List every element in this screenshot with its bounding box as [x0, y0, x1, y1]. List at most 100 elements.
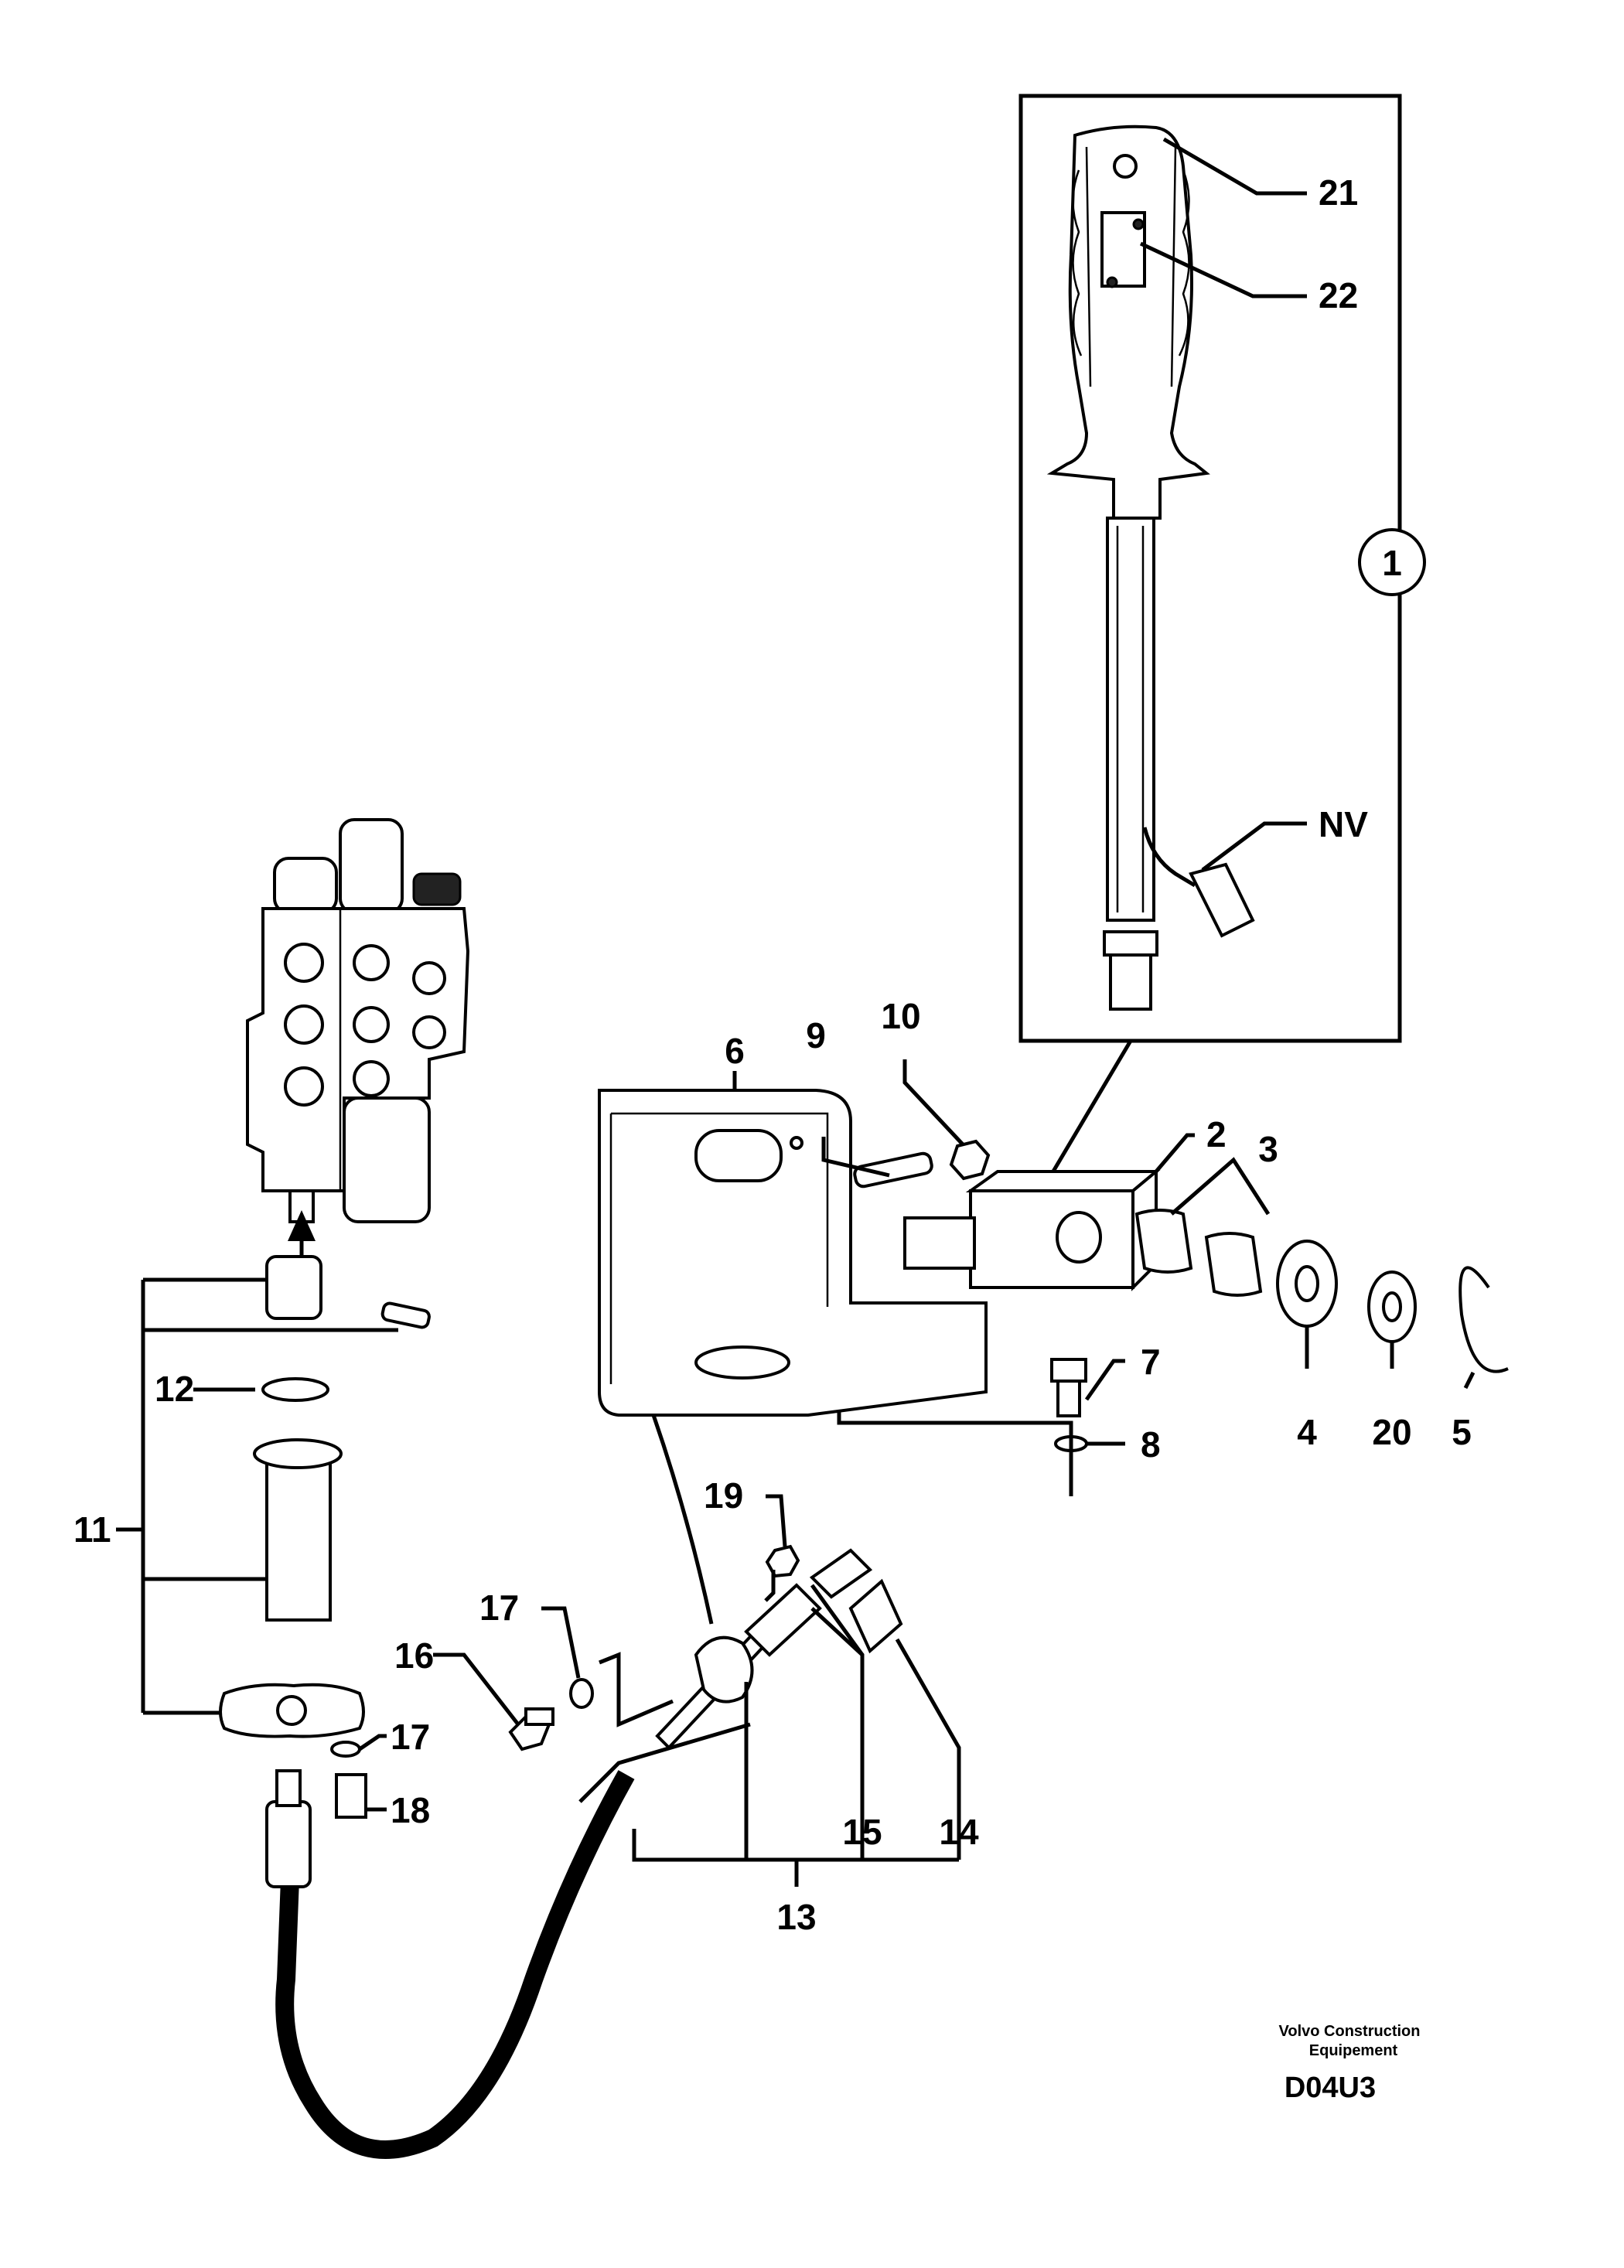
switch-screw-top	[1132, 218, 1145, 230]
callout-4: 4	[1297, 1412, 1317, 1452]
flange-bore	[276, 1695, 307, 1726]
valve-spool-cap-center	[339, 818, 404, 914]
callout-9: 9	[806, 1015, 826, 1056]
leader-3	[1170, 1157, 1271, 1216]
valve-spool-lower	[343, 1096, 431, 1223]
callout-7: 7	[1141, 1342, 1161, 1382]
arrow-head	[288, 1210, 316, 1241]
cable-zigzag	[599, 1652, 674, 1727]
bracket-6-edges	[609, 1112, 829, 1384]
bracket-6-hole	[694, 1345, 790, 1380]
valve-port-3	[284, 1066, 324, 1107]
leader-2	[1155, 1133, 1195, 1173]
leader-21	[1162, 137, 1307, 196]
fitting-hardware	[330, 1606, 594, 1819]
block-2-tongue	[903, 1216, 976, 1270]
shaft-inner-tube	[1116, 526, 1145, 912]
stud-and-nut	[821, 1059, 991, 1189]
leader-nv	[1201, 821, 1307, 871]
callout-15: 15	[842, 1812, 882, 1852]
callout-22: 22	[1319, 275, 1358, 315]
cable-bellows-15	[744, 1583, 822, 1657]
o-ring-12	[261, 1377, 329, 1402]
valve-spool-cap-right	[412, 872, 462, 906]
cable-clevis-14	[848, 1578, 903, 1654]
callout-12: 12	[155, 1369, 194, 1409]
lever-shaft	[1106, 517, 1155, 922]
footer-company-line2: Equipement	[1309, 2042, 1398, 2059]
washer-17a	[569, 1678, 594, 1709]
callout-8: 8	[1141, 1424, 1161, 1465]
callout-5: 5	[1452, 1412, 1472, 1452]
spool-coupling	[265, 1255, 322, 1320]
bracket-to-cable-link	[651, 1414, 714, 1625]
callout-10: 10	[881, 996, 920, 1036]
washer-4-bore	[1295, 1265, 1319, 1302]
callout-17a: 17	[479, 1588, 519, 1628]
cable-bulkhead-flange	[694, 1635, 754, 1704]
callout-1: 1	[1382, 543, 1402, 583]
bushings-3	[1134, 1157, 1271, 1297]
joystick-lever-assembly	[1018, 94, 1426, 1189]
leader-22	[1139, 241, 1307, 298]
sleeve-collar	[253, 1438, 343, 1469]
callout-14: 14	[939, 1812, 979, 1852]
callout-11: 11	[73, 1509, 111, 1550]
bracket-6	[598, 1071, 988, 1625]
fitting-18	[335, 1773, 367, 1819]
lever-wire	[1142, 827, 1196, 888]
washer-20-bore	[1382, 1291, 1402, 1322]
callout-19: 19	[704, 1475, 743, 1516]
callout-18: 18	[391, 1790, 430, 1830]
leader-19-link	[764, 1570, 776, 1602]
bracket-6-pivot	[694, 1129, 783, 1182]
nut-10	[949, 1139, 991, 1181]
block-2-top	[965, 1170, 1161, 1192]
bolt-16-shank	[524, 1707, 554, 1726]
stud-9	[853, 1151, 933, 1189]
valve-port-8	[412, 1015, 446, 1049]
nut-19	[765, 1544, 800, 1578]
callout-13: 13	[776, 1897, 816, 1937]
shaft-end	[1109, 953, 1152, 1011]
control-valve	[246, 818, 470, 1276]
footer-company-line1: Volvo Construction	[1279, 2023, 1421, 2040]
valve-spool-cap-left	[273, 857, 338, 914]
cable-end-union	[265, 1800, 312, 1888]
callout-20: 20	[1372, 1412, 1411, 1452]
block-2-bore	[1056, 1211, 1102, 1264]
switch-screw-bottom	[1106, 276, 1118, 288]
bracket-13-clevis	[895, 1638, 961, 1860]
valve-port-1	[284, 943, 324, 983]
washer-17b	[330, 1741, 361, 1758]
leader-5	[1463, 1371, 1476, 1390]
callout-6: 6	[725, 1031, 745, 1071]
bolt-7-shank	[1056, 1380, 1081, 1417]
callout-21: 21	[1319, 172, 1358, 213]
handle-grip	[1046, 124, 1210, 520]
button-21	[1113, 154, 1138, 179]
cable-end-nipple	[275, 1769, 302, 1807]
cable-end-fitting	[809, 1548, 873, 1599]
shaft-collar	[1103, 930, 1158, 957]
valve-port-2	[284, 1004, 324, 1045]
grip-ribbing	[1085, 146, 1177, 387]
valve-port-7	[412, 961, 446, 995]
callout-1-circle	[1358, 528, 1426, 596]
callout-17b: 17	[391, 1717, 430, 1757]
leader-17b	[358, 1734, 387, 1751]
parts-group-11	[116, 1255, 431, 1738]
fastener-link	[837, 1411, 1073, 1496]
bushing-3a	[1134, 1209, 1193, 1274]
callout-2: 2	[1206, 1114, 1227, 1154]
leader-19	[766, 1494, 787, 1547]
valve-port-6	[353, 1060, 390, 1097]
leader-7	[1084, 1359, 1125, 1401]
connector-nv	[1189, 862, 1255, 938]
bolt-and-washer	[837, 1358, 1125, 1496]
cable-sheath	[275, 1770, 635, 2159]
grip-profile	[1072, 169, 1190, 356]
leader-17a	[541, 1606, 581, 1679]
leader-10	[902, 1059, 964, 1146]
guide-sleeve	[265, 1452, 332, 1622]
